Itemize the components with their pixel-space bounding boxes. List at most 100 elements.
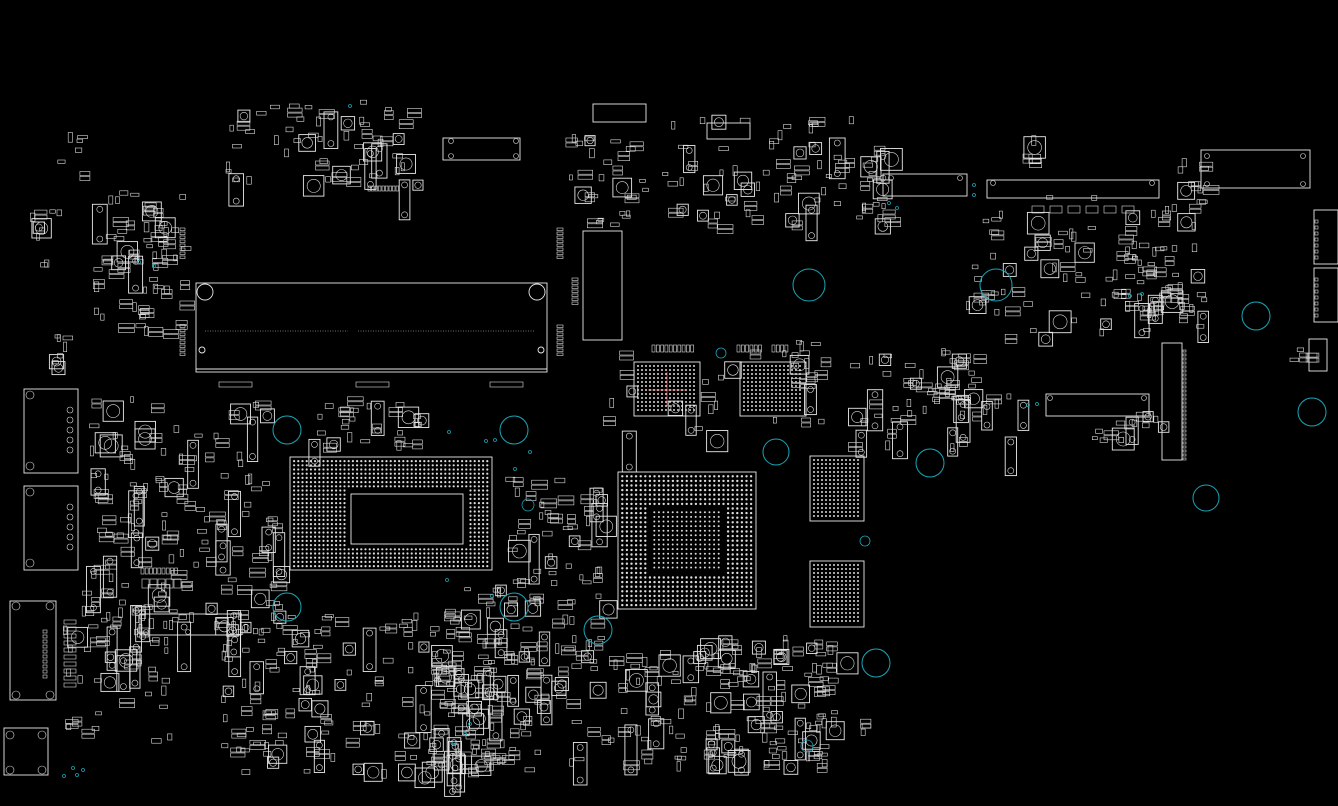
- inductor: [354, 765, 362, 774]
- capacitor: [833, 139, 841, 147]
- capacitor: [249, 572, 266, 578]
- capacitor: [475, 692, 489, 698]
- resistor: [62, 335, 73, 341]
- capacitor: [706, 666, 721, 671]
- component-cluster: [505, 476, 618, 629]
- inductor: [802, 196, 816, 211]
- capacitor: [181, 581, 193, 586]
- capacitor: [468, 772, 479, 778]
- resistor: [413, 422, 421, 427]
- capacitor: [315, 165, 330, 171]
- resistor: [743, 676, 751, 682]
- capacitor: [806, 377, 818, 383]
- capacitor: [483, 667, 495, 700]
- resistor: [1095, 428, 1103, 434]
- capacitor: [81, 728, 95, 734]
- resistor: [411, 620, 418, 631]
- inductor: [880, 148, 903, 171]
- resistor: [472, 748, 477, 755]
- capacitor: [305, 747, 320, 752]
- resistor: [430, 632, 436, 637]
- capacitor: [496, 692, 511, 697]
- resistor: [63, 341, 68, 353]
- capacitor: [265, 528, 273, 536]
- pin: [660, 344, 664, 353]
- component-cluster: [662, 114, 893, 242]
- capacitor: [128, 490, 144, 538]
- inductor: [453, 681, 469, 697]
- inductor: [242, 623, 250, 632]
- resistor: [1137, 293, 1142, 301]
- resistor: [991, 217, 1002, 222]
- resistor: [571, 663, 582, 669]
- capacitor: [347, 396, 364, 402]
- resistor: [62, 625, 68, 635]
- component-cluster: [1124, 246, 1188, 339]
- mount-pad: [513, 138, 519, 144]
- capacitor: [618, 687, 628, 693]
- inductor: [366, 145, 379, 158]
- inductor: [805, 734, 818, 747]
- resistor: [1151, 209, 1156, 218]
- capacitor: [1142, 266, 1157, 272]
- inductor: [528, 689, 539, 700]
- inductor: [964, 389, 984, 409]
- inductor: [1128, 213, 1138, 223]
- resistor: [881, 203, 886, 210]
- capacitor: [565, 137, 578, 143]
- capacitor: [644, 667, 660, 673]
- pin: [42, 644, 48, 649]
- inductor: [825, 721, 845, 741]
- resistor: [321, 730, 330, 735]
- capacitor: [791, 220, 803, 226]
- inductor: [793, 358, 806, 372]
- capacitor: [508, 750, 521, 756]
- resistor: [713, 725, 720, 731]
- pin: [556, 239, 564, 243]
- inductor: [343, 118, 353, 128]
- resistor: [401, 618, 412, 624]
- via: [513, 467, 517, 471]
- inductor: [1115, 431, 1131, 447]
- capacitor: [159, 482, 168, 487]
- inductor: [431, 739, 442, 750]
- resistor: [94, 678, 102, 683]
- inductor: [497, 586, 505, 595]
- pin: [556, 235, 564, 239]
- capacitor: [432, 662, 442, 668]
- resistor: [1171, 245, 1178, 252]
- capacitor: [530, 536, 538, 543]
- capacitor: [384, 110, 394, 115]
- capacitor: [1162, 210, 1172, 216]
- capacitor: [231, 728, 247, 734]
- resistor: [159, 704, 168, 709]
- inductor: [648, 694, 659, 705]
- capacitor: [1159, 297, 1173, 303]
- resistor: [541, 693, 550, 699]
- capacitor: [246, 416, 259, 462]
- pin: [556, 344, 564, 348]
- capacitor: [446, 737, 462, 787]
- capacitor: [388, 407, 403, 412]
- pin: [170, 567, 174, 575]
- inductor: [156, 599, 167, 610]
- resistor: [68, 644, 73, 653]
- resistor: [777, 130, 783, 141]
- capacitor: [623, 760, 640, 766]
- capacitor: [776, 680, 786, 685]
- resistor: [276, 623, 283, 629]
- inductor: [720, 637, 731, 648]
- pin: [771, 344, 776, 353]
- capacitor: [738, 766, 745, 774]
- capacitor: [523, 721, 533, 726]
- capacitor: [98, 532, 115, 538]
- capacitor: [855, 429, 868, 458]
- resistor: [768, 747, 777, 754]
- pin: [556, 231, 564, 235]
- pin: [1031, 205, 1045, 214]
- capacitor: [475, 687, 489, 693]
- inductor: [785, 213, 800, 228]
- resistor: [270, 104, 280, 110]
- resistor: [57, 159, 66, 164]
